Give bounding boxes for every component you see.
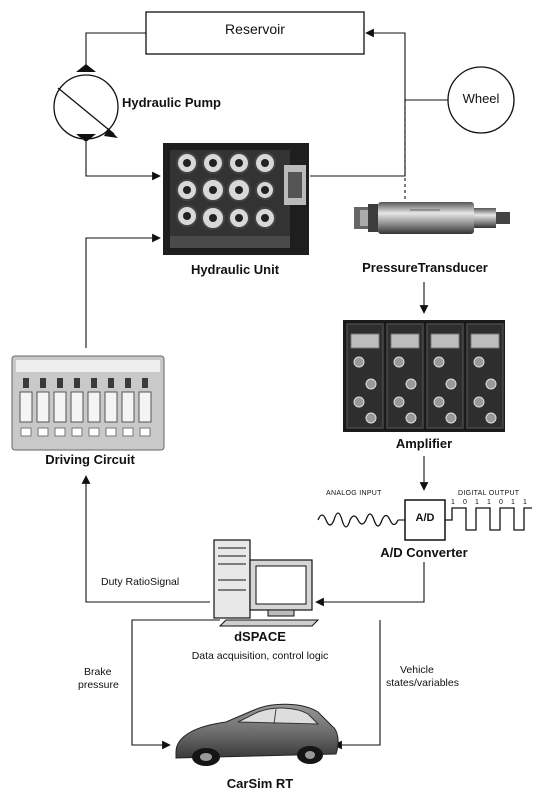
ad-to-dspace-line [316,562,424,602]
amplifier-display [391,334,419,348]
amplifier-label: Amplifier [384,436,464,451]
amplifier-knob [486,413,496,423]
digital-bit: 1 [523,499,527,506]
reservoir-label: Reservoir [146,21,364,37]
amplifier-knob [366,379,376,389]
driving-circuit-photo [12,356,164,450]
amplifier-knob [406,413,416,423]
relay [105,392,117,422]
amplifier-display [471,334,499,348]
digital-bit: 1 [451,499,455,506]
amplifier-knob [434,397,444,407]
terminal [72,428,82,436]
digital-output-label: DIGITAL OUTPUT [458,490,519,497]
brake-label: Brake [84,666,111,678]
ad-block-label: A/D [405,512,445,524]
carsim-car [176,704,338,766]
analog-input-label: ANALOG INPUT [326,490,382,497]
dspace-sub-label: Data acquisition, control logic [160,650,360,662]
terminal [89,428,99,436]
amplifier-knob [406,379,416,389]
transistor [91,378,97,388]
terminal [123,428,133,436]
digital-bit: 1 [511,499,515,506]
carsim-label: CarSim RT [200,776,320,791]
relay [20,392,32,422]
terminal [38,428,48,436]
transistor [74,378,80,388]
amplifier-knob [474,357,484,367]
driving-circuit-label: Driving Circuit [20,452,160,467]
amplifier-knob [394,397,404,407]
amplifier-knob [446,413,456,423]
relay [71,392,83,422]
terminal [21,428,31,436]
relay [88,392,100,422]
hydraulic-unit-photo [163,143,309,255]
transistor [125,378,131,388]
transistor [23,378,29,388]
wheel-label: Wheel [448,91,514,106]
amplifier-knob [354,397,364,407]
amplifier-knob [486,379,496,389]
pressure-transducer-label: PressureTransducer [340,260,510,275]
transistor [57,378,63,388]
amplifier-display [351,334,379,348]
pressure-transducer-photo [354,202,510,234]
amplifier-knob [354,357,364,367]
relay [54,392,66,422]
analog-wave [318,513,398,527]
amplifier-photo [343,320,505,432]
relay [122,392,134,422]
amplifier-knob [394,357,404,367]
ad-converter-label: A/D Converter [356,545,492,560]
relay [37,392,49,422]
amplifier-knob [366,413,376,423]
states-variables-label: states/variables [386,677,459,689]
digital-bit: 1 [487,499,491,506]
hydraulic-pump-label: Hydraulic Pump [122,95,221,110]
amplifier-knob [474,397,484,407]
pressure-label: pressure [78,679,119,691]
amplifier-knob [446,379,456,389]
relay [139,392,151,422]
amplifier-knob [434,357,444,367]
digital-bit: 0 [499,499,503,506]
digital-bit: 1 [475,499,479,506]
hydraulic-pump-symbol [54,64,118,142]
amplifier-display [431,334,459,348]
terminal [106,428,116,436]
hydraulic-unit-label: Hydraulic Unit [170,262,300,277]
vehicle-label: Vehicle [400,664,434,676]
transistor [142,378,148,388]
dspace-computer [214,540,318,626]
duty-ratio-label: Duty RatioSignal [101,576,179,588]
digital-bit: 0 [463,499,467,506]
control-to-hydraulic-line [86,238,160,348]
transistor [108,378,114,388]
dspace-label: dSPACE [200,629,320,644]
transistor [40,378,46,388]
terminal [140,428,150,436]
terminal [55,428,65,436]
digital-wave [445,508,532,530]
